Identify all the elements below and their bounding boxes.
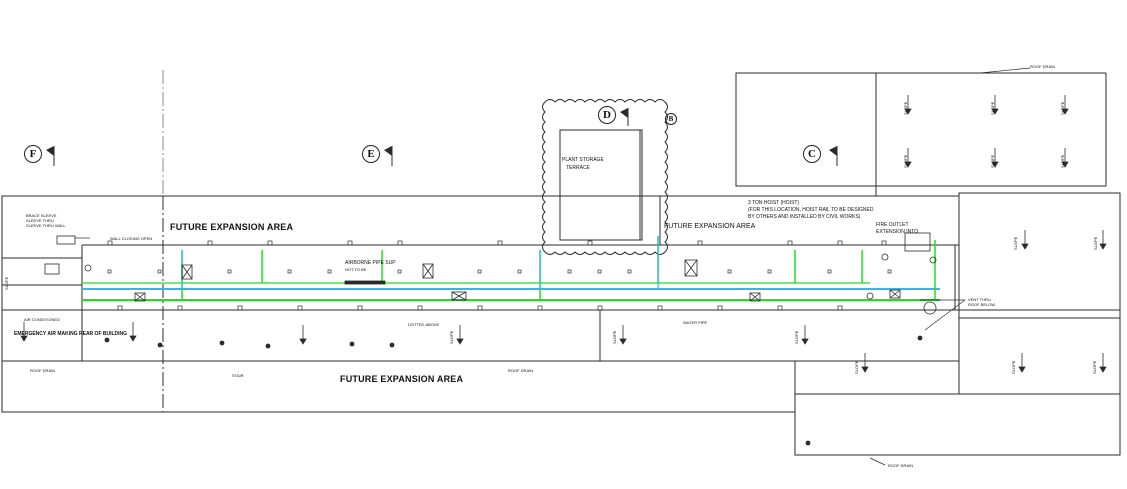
slope-label-1: SLOPE	[903, 101, 908, 115]
slope-label-5: SLOPE	[990, 154, 995, 168]
slope-label-6: SLOPE	[1060, 154, 1065, 168]
vent-note-1: VENT THRU	[968, 297, 991, 302]
stair-label: STAIR	[232, 373, 244, 378]
plan-outline	[1, 70, 1121, 456]
roof-drain-label-left: ROOF DRAIN	[30, 368, 56, 373]
water-pipe-label: WATER PIPE	[683, 320, 708, 325]
slope-label-7: SLOPE	[1013, 236, 1018, 250]
slope-arrows	[20, 95, 1107, 446]
hoist-note-1: 3 TON HOIST (HOIST)	[748, 200, 800, 206]
slope-label-13: SLOPE	[449, 330, 454, 344]
fire-outlet-label: FIRE OUTLET	[876, 222, 909, 228]
grid-bubble-c: C	[803, 145, 821, 163]
fire-extension-label: EXTENSION INTO	[876, 229, 919, 235]
slope-label-10: SLOPE	[1011, 360, 1016, 374]
grid-bubble-d-sub: B	[665, 113, 677, 125]
hoist-note-2: (FOR THIS LOCATION, HOIST RAIL TO BE DES…	[748, 207, 874, 213]
slope-label-2: SLOPE	[990, 101, 995, 115]
airborne-label: AIRBORNE PIPE SUP	[345, 260, 396, 266]
wall-closing-label: WALL CLOSING OPEN	[110, 236, 153, 241]
roof-drain-label-mid: ROOF DRAIN	[508, 368, 534, 373]
plant-storage-label: PLANT STORAGE	[562, 157, 604, 163]
slope-label-11: SLOPE	[1092, 360, 1097, 374]
pipe-runs	[82, 236, 940, 301]
slope-label-3: SLOPE	[1060, 101, 1065, 115]
pipe-note-left-1: BRACE SLEEVE	[26, 213, 57, 218]
dotted-above-label: DOTTED ABOVE	[408, 322, 440, 327]
pipe-note-left-2: SLEEVE THRU	[26, 218, 54, 223]
revision-cloud	[542, 99, 668, 255]
future-expansion-label-bottom: FUTURE EXPANSION AREA	[340, 374, 464, 384]
future-expansion-label-top-right: FUTURE EXPANSION AREA	[664, 223, 756, 230]
grid-flags	[46, 108, 838, 166]
slope-label-4: SLOPE	[903, 154, 908, 168]
grid-bubble-d: D	[598, 106, 616, 124]
grid-bubble-f: F	[24, 145, 42, 163]
pipe-note-left-3: SLEEVE THRU WALL	[26, 223, 66, 228]
vent-note-2: ROOF BELOW	[968, 302, 996, 307]
air-conditioned-note: AIR CONDITIONED	[24, 317, 60, 322]
grid-bubble-e: E	[362, 145, 380, 163]
roof-drain-label-top: ROOF DRAIN	[1030, 64, 1056, 69]
slope-label-14: SLOPE	[612, 330, 617, 344]
slope-label-8: SLOPE	[1093, 236, 1098, 250]
leaders	[75, 67, 1031, 466]
slope-label-12: SLOPE	[4, 276, 9, 290]
slope-label-9: SLOPE	[854, 360, 859, 374]
equipment	[44, 232, 937, 315]
emergency-note: EMERGENCY AIR MAKING REAR OF BUILDING	[14, 331, 128, 337]
hoist-note-3: BY OTHERS AND INSTALLED BY CIVIL WORKS)	[748, 214, 861, 220]
terrace-label: TERRACE	[566, 165, 590, 171]
airborne-sub-label: NOT TO BE	[345, 267, 367, 272]
slope-label-15: SLOPE	[794, 330, 799, 344]
fixture-markers	[107, 240, 892, 311]
future-expansion-label-top-left: FUTURE EXPANSION AREA	[170, 222, 294, 232]
roof-drain-label-bottom: ROOF DRAIN	[888, 463, 914, 468]
